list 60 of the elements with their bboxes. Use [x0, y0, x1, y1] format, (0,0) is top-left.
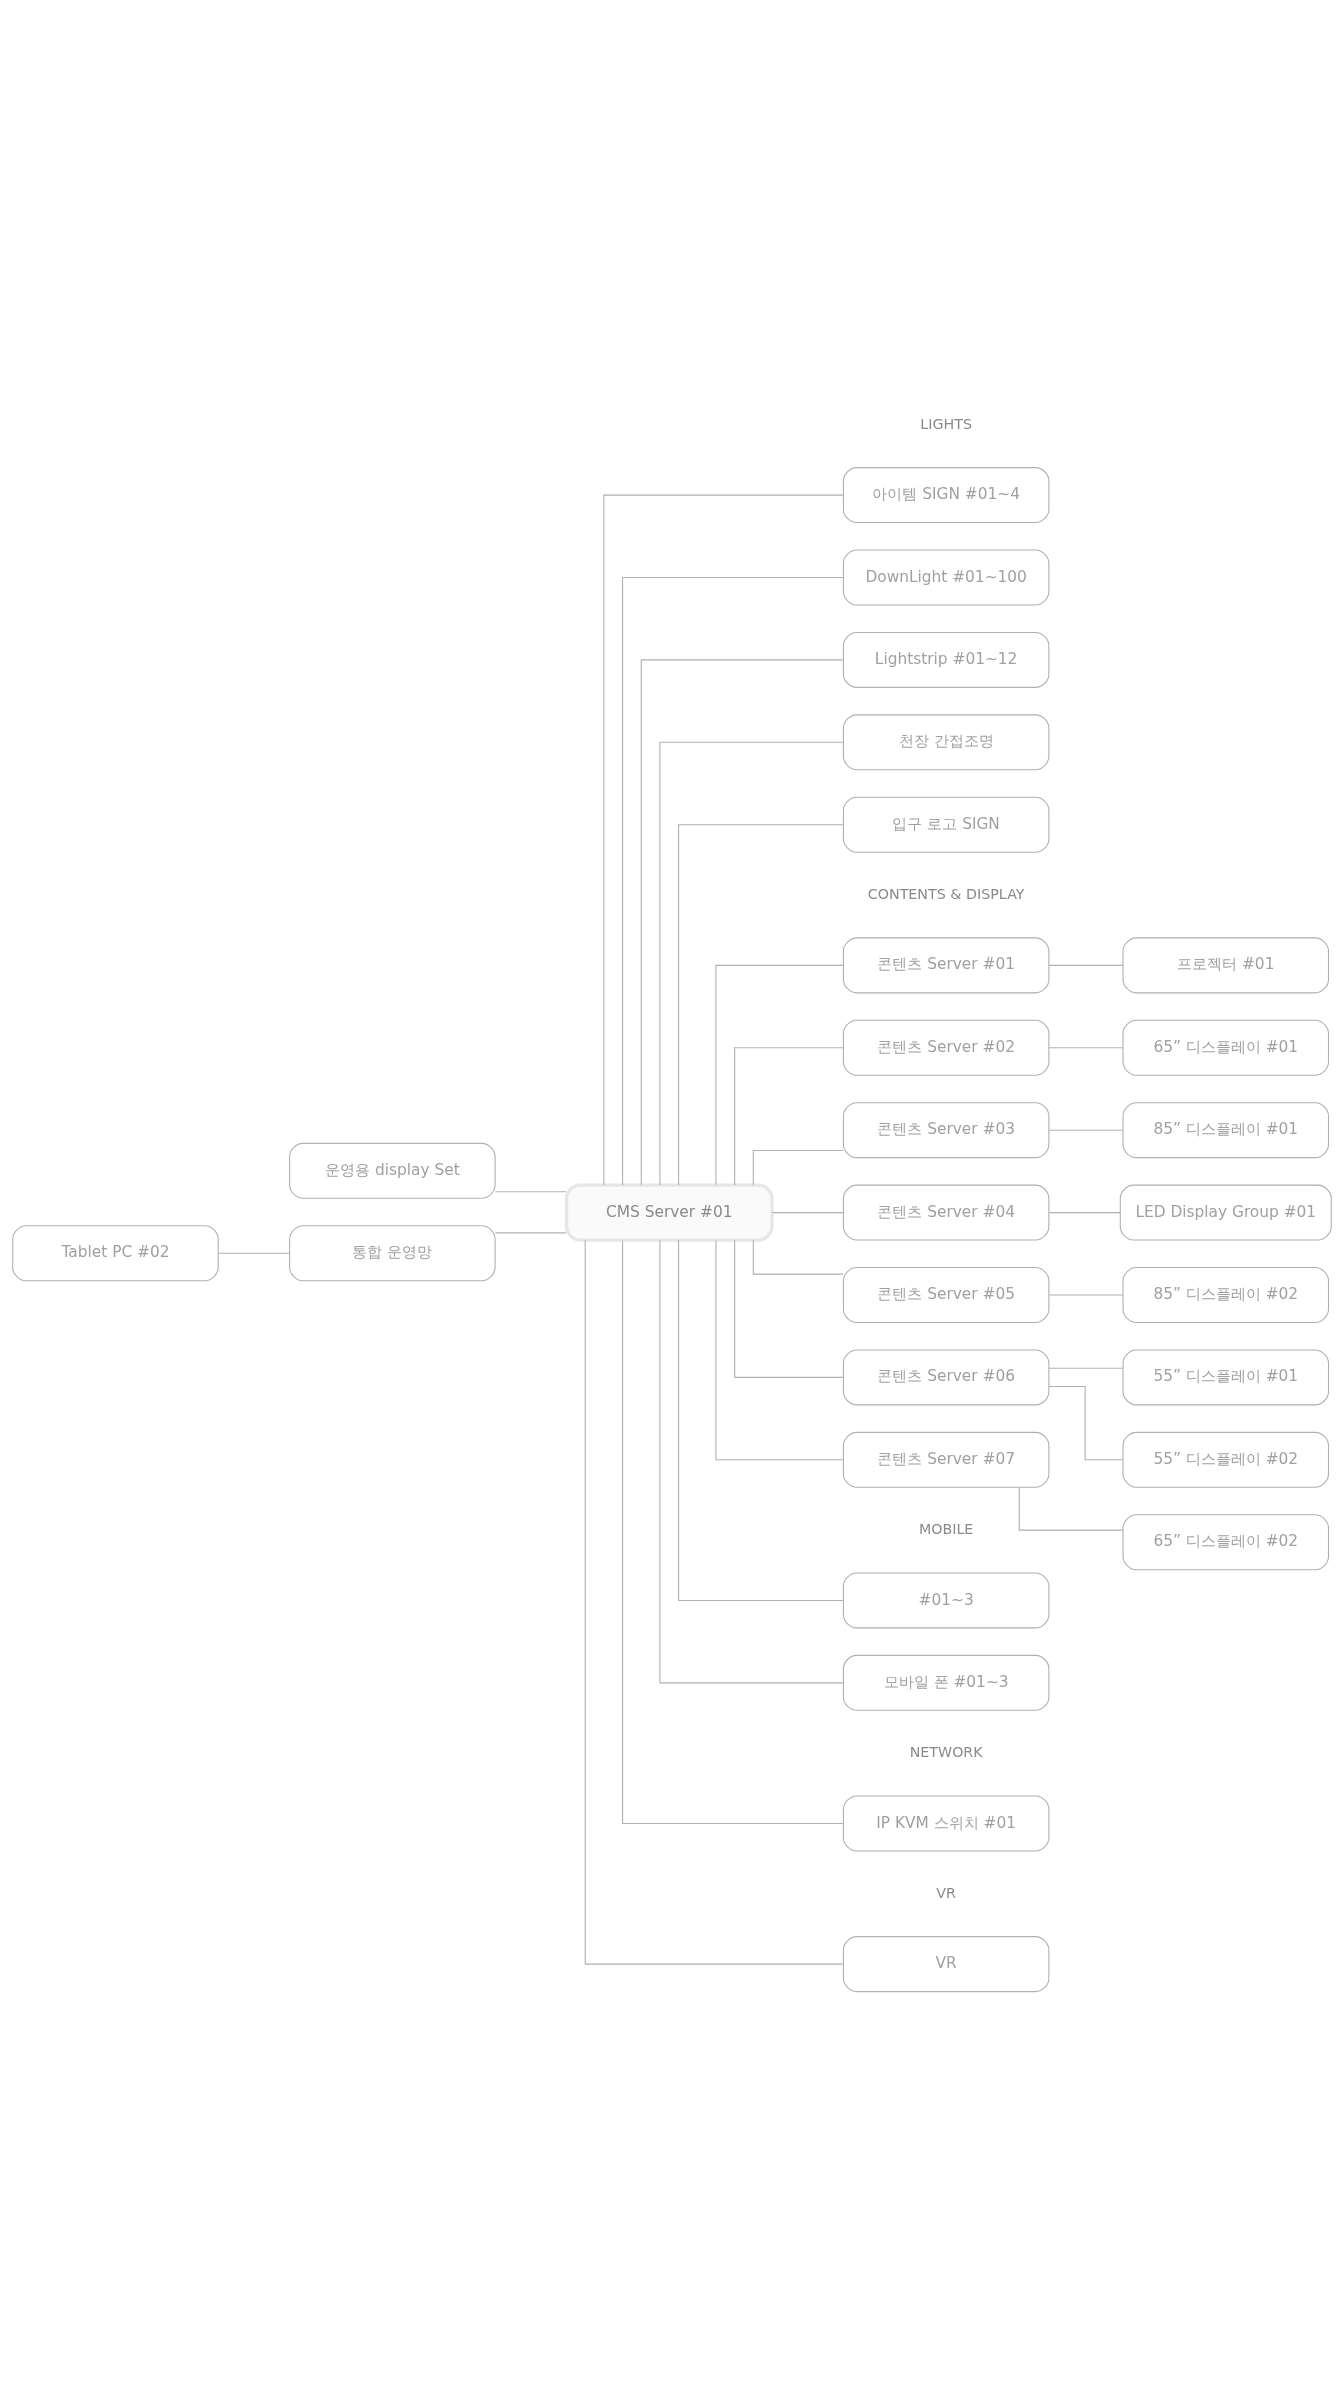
node-box: Lightstrip #01~12	[842, 631, 1050, 688]
node-box: 85” 디스플레이 #02	[1122, 1266, 1330, 1323]
connector	[678, 823, 844, 1186]
connector	[1048, 1129, 1124, 1131]
connector	[771, 1211, 844, 1213]
connector	[1018, 1486, 1124, 1531]
node-box: 55” 디스플레이 #01	[1122, 1348, 1330, 1405]
connector	[1048, 1293, 1124, 1296]
node-box: Tablet PC #02	[12, 1224, 219, 1281]
node-box: 운영용 display Set	[289, 1142, 496, 1199]
connector	[1048, 1211, 1121, 1213]
connector	[640, 658, 844, 1185]
node-box: 콘텐츠 Server #07	[842, 1431, 1050, 1488]
label: LIGHTS	[920, 415, 972, 432]
node-box: LED Display Group #01	[1119, 1184, 1332, 1241]
node-box: 입구 로고 SIGN	[842, 796, 1050, 853]
node-box: 통합 운영망	[289, 1224, 496, 1281]
node-box: VR	[842, 1935, 1050, 1992]
connector	[1048, 964, 1124, 966]
node-box: 콘텐츠 Server #01	[842, 936, 1050, 993]
connector	[603, 494, 844, 1185]
label: CONTENTS & DISPLAY	[867, 885, 1025, 902]
node-box: #01~3	[842, 1571, 1050, 1628]
node-box: 콘텐츠 Server #02	[842, 1019, 1050, 1076]
connector	[734, 1239, 844, 1378]
connector	[678, 1239, 844, 1601]
node-box: IP KVM 스위치 #01	[842, 1795, 1050, 1851]
label: MOBILE	[918, 1520, 974, 1537]
node-box: 모바일 폰 #01~3	[842, 1654, 1050, 1711]
node-box: DownLight #01~100	[842, 549, 1050, 605]
label: VR	[936, 1884, 956, 1901]
connector	[659, 741, 844, 1185]
node-box: 55” 디스플레이 #02	[1122, 1431, 1330, 1488]
connector	[752, 1239, 844, 1275]
connector	[715, 964, 844, 1185]
connector	[218, 1252, 290, 1254]
node-box: 아이템 SIGN #01~4	[842, 466, 1050, 523]
node-box: 콘텐츠 Server #05	[842, 1266, 1050, 1323]
connector	[715, 1239, 844, 1460]
connector	[1048, 1046, 1124, 1048]
connector	[494, 1231, 567, 1233]
node-box: 65” 디스플레이 #01	[1122, 1019, 1330, 1076]
label: NETWORK	[909, 1743, 983, 1760]
connector	[622, 576, 844, 1185]
connector	[1048, 1367, 1124, 1369]
node-box: 65” 디스플레이 #02	[1122, 1513, 1330, 1570]
node-box: CMS Server #01	[564, 1182, 774, 1242]
node-box: 콘텐츠 Server #06	[842, 1348, 1050, 1405]
connector	[584, 1239, 844, 1965]
node-box: 85” 디스플레이 #01	[1122, 1101, 1330, 1158]
connector	[734, 1046, 844, 1186]
node-box: 천장 간접조명	[842, 713, 1050, 770]
node-box: 프로젝터 #01	[1122, 936, 1330, 993]
connector	[659, 1239, 844, 1683]
node-box: 콘텐츠 Server #04	[842, 1184, 1050, 1241]
connector	[622, 1239, 844, 1824]
connector	[494, 1190, 567, 1192]
node-box: 콘텐츠 Server #03	[842, 1101, 1050, 1158]
connector	[1048, 1385, 1124, 1460]
connector	[752, 1149, 844, 1185]
